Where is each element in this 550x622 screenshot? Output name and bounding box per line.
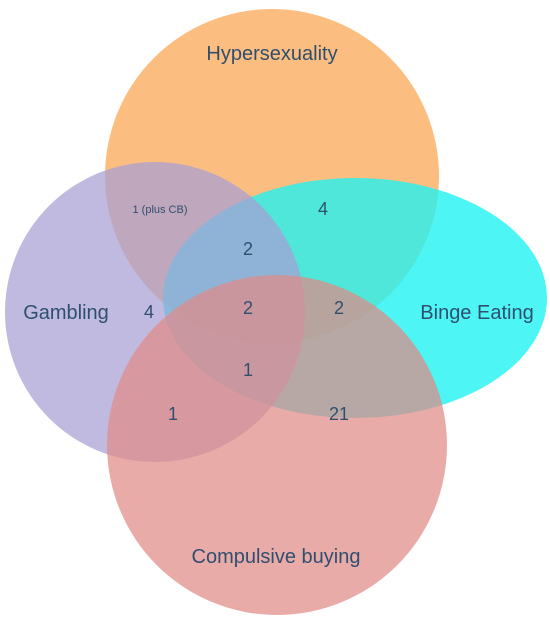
region-gambling-binge-count: 4 [144,302,154,322]
compulsive-buying-label: Compulsive buying [192,546,361,568]
region-all-four-count: 2 [243,298,253,318]
region-hyper-binge-cb-count: 2 [334,298,344,318]
hypersexuality-label: Hypersexuality [206,43,337,65]
region-hyper-binge-count: 4 [318,199,328,219]
region-binge-cb-count: 21 [329,404,349,424]
region-gambling-cb-count: 1 [168,404,178,424]
gambling-label: Gambling [23,302,109,324]
compulsive-buying-circle [107,275,447,615]
region-hyper-gambling-count: 1 (plus CB) [132,204,187,216]
region-gambling-binge-cb-count: 1 [243,360,253,380]
region-hyper-gambling-binge-count: 2 [243,239,253,259]
binge-eating-label: Binge Eating [420,302,533,324]
